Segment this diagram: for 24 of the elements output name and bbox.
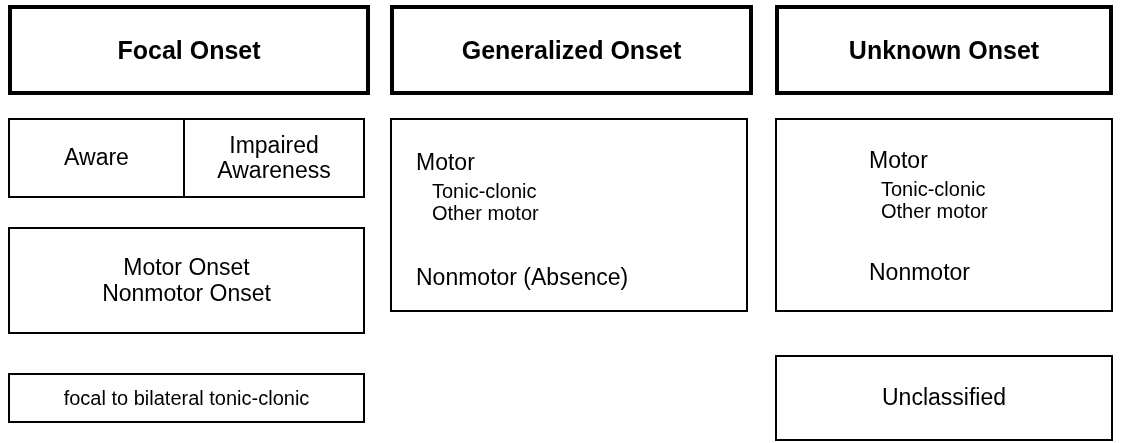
category-label: Unclassified xyxy=(882,385,1006,411)
category-label: Motor Onset Nonmotor Onset xyxy=(101,255,272,306)
category-heading: Generalized Onset xyxy=(461,35,682,65)
category-label: Nonmotor xyxy=(869,260,970,286)
category-label: Aware xyxy=(64,145,129,171)
category-heading-box xyxy=(390,5,753,95)
category-label: focal to bilateral tonic-clonic xyxy=(63,387,310,409)
category-heading: Unknown Onset xyxy=(848,35,1040,65)
category-box xyxy=(8,227,365,334)
category-box xyxy=(775,118,1113,312)
category-box xyxy=(390,118,748,312)
subcategory-list: Tonic-clonic Other motor xyxy=(881,178,1021,222)
category-label: Nonmotor (Absence) xyxy=(416,265,629,291)
category-box xyxy=(183,118,365,198)
category-heading: Focal Onset xyxy=(117,35,261,65)
category-box xyxy=(8,373,365,423)
category-label: Impaired Awareness xyxy=(216,132,332,184)
category-label: Motor xyxy=(416,150,475,176)
category-box xyxy=(8,118,185,198)
category-heading-box xyxy=(8,5,370,95)
category-box xyxy=(775,355,1113,441)
category-label: Motor xyxy=(869,148,928,174)
category-heading-box xyxy=(775,5,1113,95)
subcategory-list: Tonic-clonic Other motor xyxy=(432,180,572,224)
